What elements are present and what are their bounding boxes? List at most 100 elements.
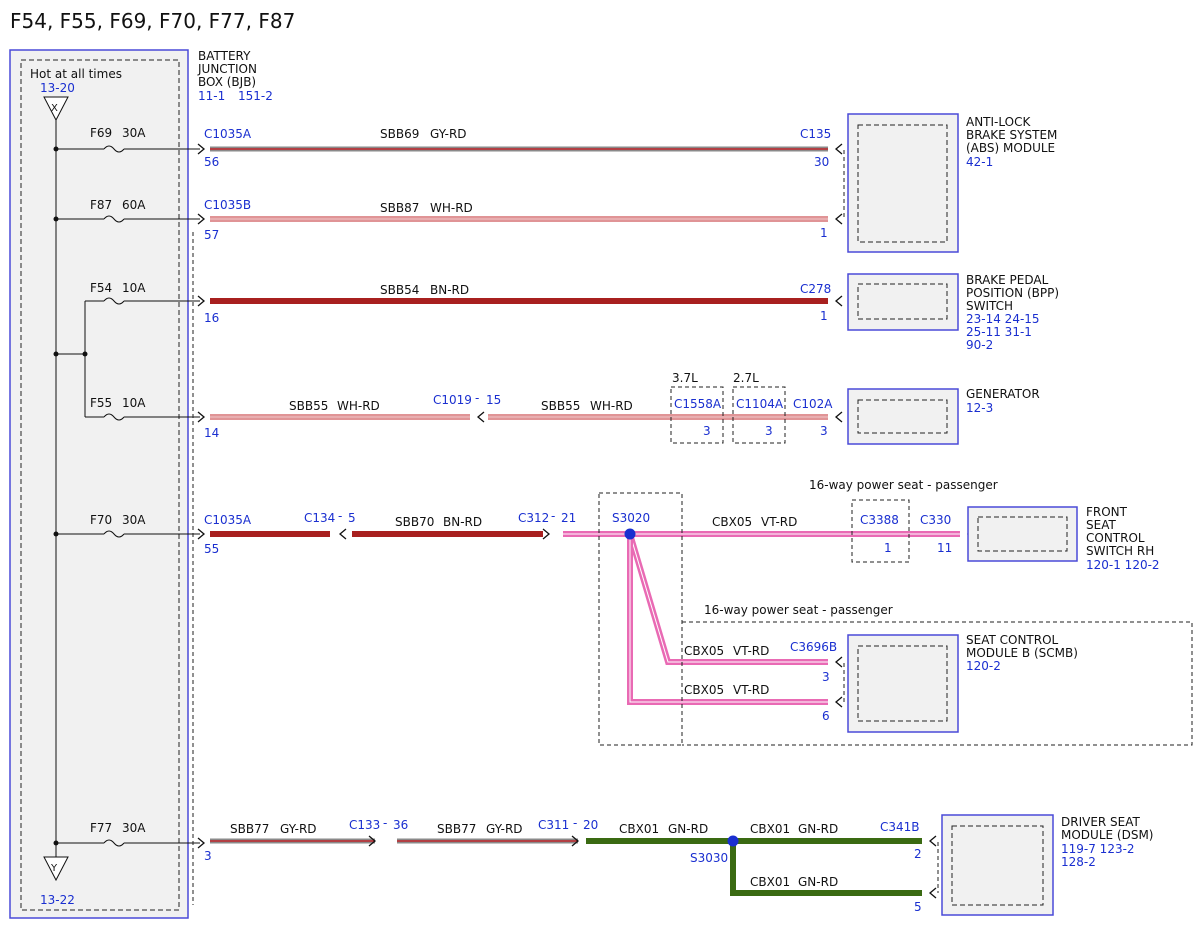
- wire-id-sbb77-1: SBB77: [230, 822, 269, 836]
- fuse-lines: [56, 145, 200, 847]
- fuse-f77-id: F77: [90, 821, 112, 835]
- fuse-f87-amp: 60A: [122, 198, 146, 212]
- wire-color-gn-rd-2: GN-RD: [798, 822, 838, 836]
- pin-11: 11: [937, 541, 952, 555]
- pin-36: 36: [393, 818, 408, 832]
- bpp-switch-ref-1: 23-14 24-15: [966, 312, 1040, 326]
- bjb-ref-1: 11-1: [198, 89, 225, 103]
- pin-14: 14: [204, 426, 219, 440]
- front-seat-switch-inner: [977, 516, 1068, 552]
- bpp-switch-ref-2: 25-11 31-1: [966, 325, 1032, 339]
- pin-57: 57: [204, 228, 219, 242]
- hot-at-all-times-label: Hot at all times: [30, 67, 122, 81]
- conn-c1019: C1019: [433, 393, 472, 407]
- pin-6-scmb: 6: [822, 709, 830, 723]
- dsm-module-inner: [951, 825, 1044, 906]
- front-seat-switch-ref: 120-1 120-2: [1086, 558, 1160, 572]
- pin-15: 15: [486, 393, 501, 407]
- abs-module-name-1: ANTI-LOCK: [966, 115, 1031, 129]
- conn-c134: C134: [304, 511, 335, 525]
- conn-c1035b: C1035B: [204, 198, 251, 212]
- fuse-f70-amp: 30A: [122, 513, 146, 527]
- generator-box: [847, 388, 959, 445]
- bjb-name-line3: BOX (BJB): [198, 75, 256, 89]
- bjb-name-line2: JUNCTION: [197, 62, 257, 76]
- dsm-module-name-2: MODULE (DSM): [1061, 828, 1153, 842]
- dsm-module-name-1: DRIVER SEAT: [1061, 815, 1141, 829]
- dsm-module-box: [941, 814, 1054, 916]
- conn-c1019-dash: -: [475, 391, 479, 405]
- pin-3-c1558a: 3: [703, 424, 711, 438]
- conn-c278: C278: [800, 282, 831, 296]
- pin-5: 5: [348, 511, 356, 525]
- wire-id-cbx01-3: CBX01: [750, 875, 790, 889]
- generator-ref: 12-3: [966, 401, 993, 415]
- wire-color-gy-rd-2: GY-RD: [280, 822, 317, 836]
- conn-c311: C311: [538, 818, 569, 832]
- terminal-x-label: X: [51, 103, 58, 114]
- dsm-module-ref-1: 119-7 123-2: [1061, 842, 1135, 856]
- conn-c3696b: C3696B: [790, 640, 837, 654]
- wire-id-cbx01-2: CBX01: [750, 822, 790, 836]
- pin-2-dsm: 2: [914, 847, 922, 861]
- fuse-f54-amp: 10A: [122, 281, 146, 295]
- wire-color-bn-rd-2: BN-RD: [443, 515, 482, 529]
- bjb-name-line1: BATTERY: [198, 49, 251, 63]
- pin-3-c1104a: 3: [765, 424, 773, 438]
- wire-color-vt-rd-1: VT-RD: [761, 515, 797, 529]
- option-label-16way-2: 16-way power seat - passenger: [704, 603, 893, 617]
- abs-module-name-3: (ABS) MODULE: [966, 141, 1055, 155]
- front-seat-switch-box: [967, 506, 1078, 562]
- pin-3-dsm-start: 3: [204, 849, 212, 863]
- wire-color-bn-rd-1: BN-RD: [430, 283, 469, 297]
- conn-c341b: C341B: [880, 820, 920, 834]
- conn-c133-dash: -: [383, 816, 387, 830]
- splice-s3020-box: [598, 492, 683, 746]
- scmb-module-ref: 120-2: [966, 659, 1001, 673]
- splice-s3030-dot: [727, 835, 739, 847]
- wire-cbx01: [586, 838, 922, 896]
- inline-chevrons: [338, 143, 975, 899]
- front-seat-switch-name-1: FRONT: [1086, 505, 1128, 519]
- engine-27-option-box: [732, 386, 786, 444]
- wire-color-wh-rd-2: WH-RD: [337, 399, 380, 413]
- front-seat-switch-name-4: SWITCH RH: [1086, 544, 1154, 558]
- wire-color-gn-rd-3: GN-RD: [798, 875, 838, 889]
- pin-5-dsm: 5: [914, 900, 922, 914]
- fuse-f77-amp: 30A: [122, 821, 146, 835]
- wire-id-sbb55-2: SBB55: [541, 399, 580, 413]
- wire-id-cbx05-2: CBX05: [684, 644, 724, 658]
- bpp-switch-name-3: SWITCH: [966, 299, 1013, 313]
- wire-id-sbb54: SBB54: [380, 283, 419, 297]
- scmb-module-box: [847, 634, 959, 733]
- conn-c134-dash: -: [338, 509, 342, 523]
- terminal-y-label: Y: [50, 863, 58, 874]
- wire-id-sbb55-1: SBB55: [289, 399, 328, 413]
- conn-c3388: C3388: [860, 513, 899, 527]
- wire-cbx05: [563, 531, 960, 705]
- wire-color-vt-rd-2: VT-RD: [733, 644, 769, 658]
- pin-20: 20: [583, 818, 598, 832]
- pin-16: 16: [204, 311, 219, 325]
- wire-color-vt-rd-3: VT-RD: [733, 683, 769, 697]
- wire-id-sbb70: SBB70: [395, 515, 434, 529]
- conn-c330: C330: [920, 513, 951, 527]
- wire-id-sbb77-2: SBB77: [437, 822, 476, 836]
- abs-module-name-2: BRAKE SYSTEM: [966, 128, 1057, 142]
- terminal-x-triangle: [43, 96, 69, 122]
- pin-3-scmb: 3: [822, 670, 830, 684]
- pin-56: 56: [204, 155, 219, 169]
- abs-module-inner: [857, 124, 948, 243]
- fuse-f55-amp: 10A: [122, 396, 146, 410]
- bjb-bus: [55, 120, 86, 857]
- conn-c1104a: C1104A: [736, 397, 784, 411]
- splice-s3020-label: S3020: [612, 511, 650, 525]
- conn-c312-dash: -: [551, 509, 555, 523]
- conn-c135: C135: [800, 127, 831, 141]
- wire-color-wh-rd-1: WH-RD: [430, 201, 473, 215]
- conn-c311-dash: -: [573, 816, 577, 830]
- wire-id-cbx01-1: CBX01: [619, 822, 659, 836]
- fuse-f69-amp: 30A: [122, 126, 146, 140]
- c3388-option-box: [851, 499, 910, 563]
